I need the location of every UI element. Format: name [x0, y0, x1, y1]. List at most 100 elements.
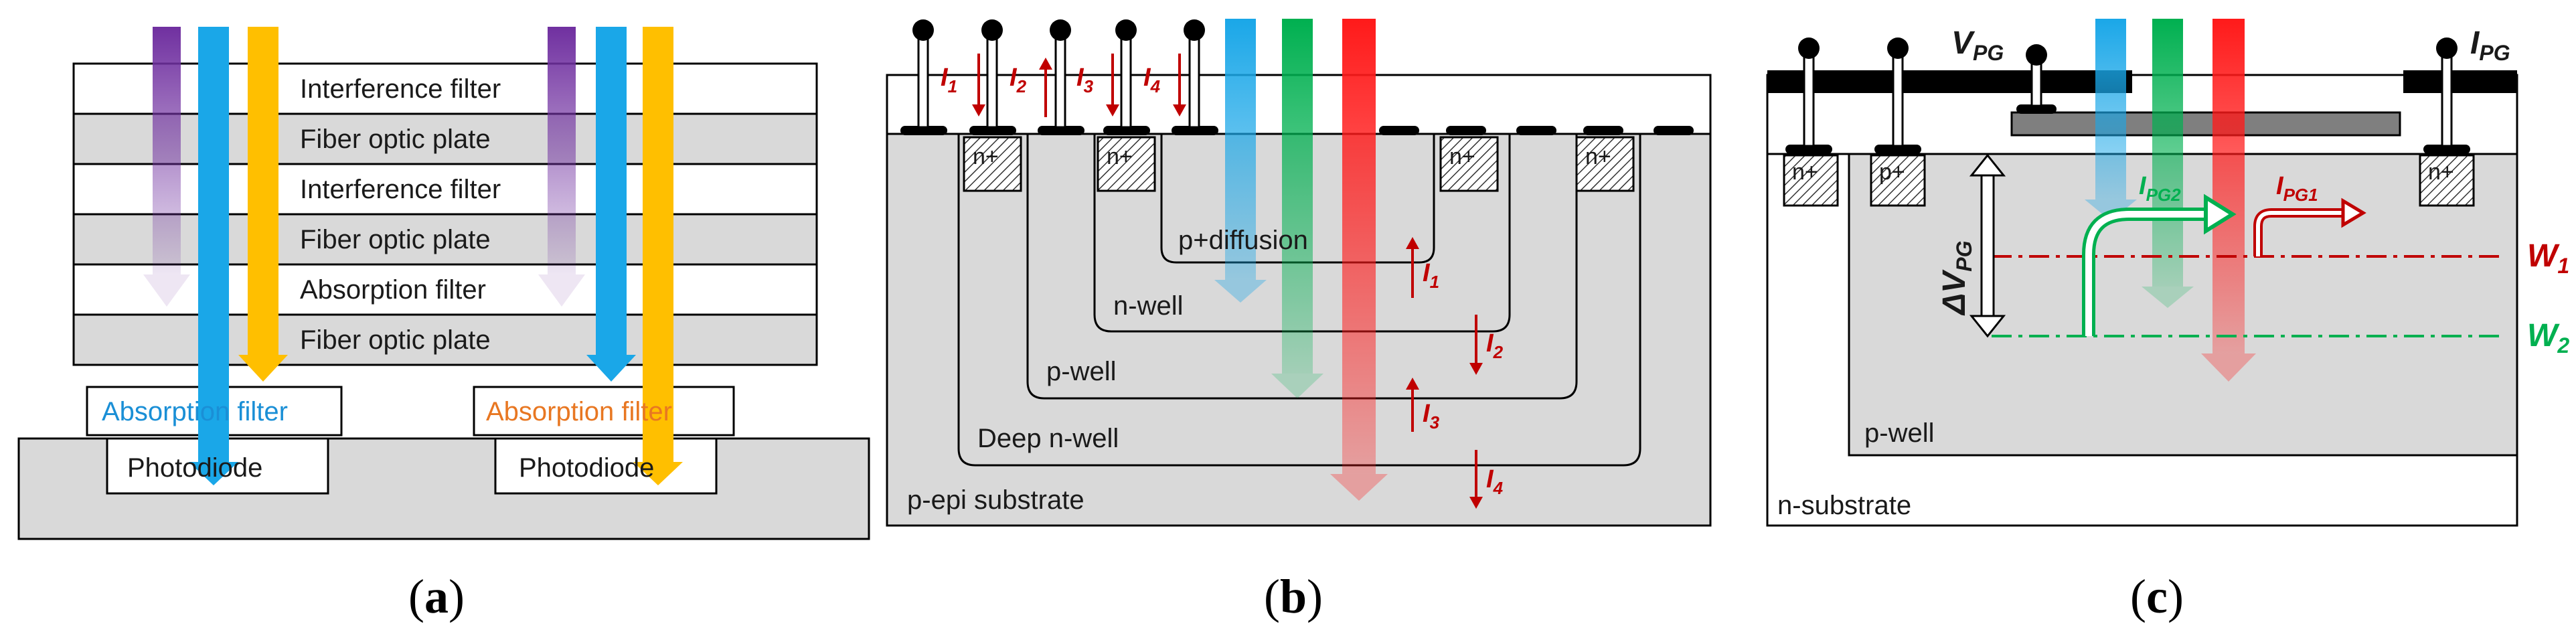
- p-well-outline: [1026, 134, 1578, 400]
- deep-n-well-outline: [957, 134, 1641, 467]
- light-arrow-blue-b: [1214, 19, 1267, 303]
- contact-pin: [969, 19, 1016, 135]
- metal-bar-right: [2403, 70, 2517, 93]
- light-arrow-yellow-right: [633, 27, 683, 485]
- deep-n-well-label: Deep n-well: [977, 424, 1119, 453]
- junction-current-arrows: [1406, 237, 1483, 509]
- contact-pin: [1172, 19, 1218, 135]
- p-plus-label: p+: [1879, 159, 1905, 185]
- light-arrow-green-c: [2142, 19, 2194, 308]
- filter-stack: [72, 62, 818, 366]
- p-epi-substrate-label: p-epi substrate: [907, 485, 1084, 515]
- contact-pad: [1379, 126, 1419, 135]
- contact-pins: [900, 19, 1694, 135]
- layer-label-3: Interference filter: [300, 175, 501, 204]
- light-arrow-violet-right: [538, 27, 585, 307]
- ipg2-label: IPG2: [2139, 172, 2181, 205]
- n-plus-block-right: [2419, 154, 2475, 207]
- junction-label-i4: I4: [1486, 465, 1504, 498]
- panel-c: n+ p+ n+ ΔVPG IPG2: [1766, 19, 2569, 623]
- contact-pad: [1446, 126, 1486, 135]
- light-arrow-green-b: [1271, 19, 1323, 398]
- layer-label-5: Absorption filter: [300, 275, 486, 305]
- current-arrows-top: [972, 54, 1186, 117]
- p-plus-block: [1870, 154, 1926, 207]
- ipg-label: IPG: [2470, 25, 2510, 65]
- contact-pin: [2423, 37, 2470, 154]
- n-plus-label: n+: [973, 144, 999, 169]
- junction-label-i1: I1: [1423, 259, 1439, 292]
- current-label-i3-top: I3: [1076, 64, 1094, 96]
- layer-interference-filter-1: [72, 62, 818, 115]
- ipg1-label: IPG1: [2276, 172, 2318, 205]
- light-arrow-blue-left: [189, 27, 238, 485]
- light-arrow-red-c: [2201, 19, 2256, 382]
- layer-absorption-filter: [72, 263, 818, 316]
- caption-a: (a): [408, 570, 465, 623]
- ipg1-arrow-inner: [2256, 211, 2346, 256]
- light-arrow-violet-left: [143, 27, 190, 307]
- junction-label-i2: I2: [1486, 329, 1504, 362]
- absorption-filter-right-label: Absorption filter: [486, 397, 672, 426]
- photogate-poly: [2010, 111, 2401, 137]
- n-plus-block: [1439, 136, 1499, 192]
- photodiode-right-label: Photodiode: [519, 453, 654, 483]
- absorption-filter-right-box: [473, 386, 735, 436]
- contact-pin: [1874, 37, 1921, 154]
- light-arrow-red-b: [1330, 19, 1388, 501]
- panel-a: Interference filter Fiber optic plate In…: [17, 27, 870, 623]
- delta-vpg-arrow: [1969, 153, 2006, 338]
- contact-pin: [1103, 19, 1150, 135]
- layer-label-6: Fiber optic plate: [300, 325, 491, 355]
- junction-label-i3: I3: [1423, 400, 1440, 432]
- n-plus-label: n+: [1585, 144, 1611, 169]
- light-arrow-blue-right: [586, 27, 636, 382]
- contact-pin: [900, 19, 947, 135]
- layer-label-1: Interference filter: [300, 74, 501, 104]
- n-well-label: n-well: [1113, 291, 1183, 321]
- contact-pad: [1516, 126, 1556, 135]
- ipg2-arrow-head: [2204, 193, 2237, 235]
- p-diffusion-label: p+diffusion: [1178, 226, 1308, 255]
- ipg2-curved-arrow-inner: [2085, 211, 2209, 336]
- n-plus-block: [963, 136, 1022, 192]
- n-plus-label-left: n+: [1792, 159, 1818, 185]
- current-label-i2-top: I2: [1010, 64, 1027, 96]
- w2-label: W2: [2527, 318, 2569, 357]
- layer-fiber-optic-plate-3: [72, 313, 818, 366]
- n-plus-label-right: n+: [2428, 159, 2454, 185]
- vpg-label: VPG: [1951, 25, 2004, 65]
- contact-pin: [1038, 19, 1084, 135]
- contact-pin: [2016, 44, 2057, 114]
- contact-pad: [1583, 126, 1623, 135]
- light-arrow-yellow-left: [238, 27, 288, 382]
- photodiode-left-label: Photodiode: [127, 453, 262, 483]
- n-plus-block: [1575, 136, 1635, 192]
- layer-fiber-optic-plate-1: [72, 112, 818, 165]
- n-plus-block: [1097, 136, 1156, 192]
- layer-label-4: Fiber optic plate: [300, 225, 491, 254]
- n-substrate-label: n-substrate: [1777, 491, 1911, 520]
- ipg1-arrow-head: [2341, 197, 2366, 228]
- layer-interference-filter-2: [72, 163, 818, 216]
- panel-b: n+ n+ n+ n+: [886, 19, 1712, 623]
- p-well-label-c: p-well: [1864, 418, 1934, 448]
- photodiode-right-box: [494, 437, 718, 495]
- current-label-i4-top: I4: [1143, 64, 1161, 96]
- delta-vpg-label: ΔVPG: [1937, 241, 1976, 316]
- contact-pin: [1785, 37, 1832, 154]
- current-label-i1-top: I1: [941, 64, 957, 96]
- layer-label-2: Fiber optic plate: [300, 125, 491, 154]
- caption-b: (b): [1264, 570, 1323, 623]
- p-well-label: p-well: [1046, 357, 1116, 386]
- n-plus-label: n+: [1449, 144, 1475, 169]
- n-plus-blocks: [963, 136, 1635, 192]
- contact-pins-c: [1785, 37, 2470, 154]
- caption-c: (c): [2130, 570, 2184, 623]
- n-plus-block-left: [1783, 154, 1839, 207]
- w1-label: W1: [2527, 238, 2569, 278]
- n-plus-label: n+: [1107, 144, 1133, 169]
- contact-pad: [1654, 126, 1694, 135]
- metal-bar-left: [1767, 70, 2132, 93]
